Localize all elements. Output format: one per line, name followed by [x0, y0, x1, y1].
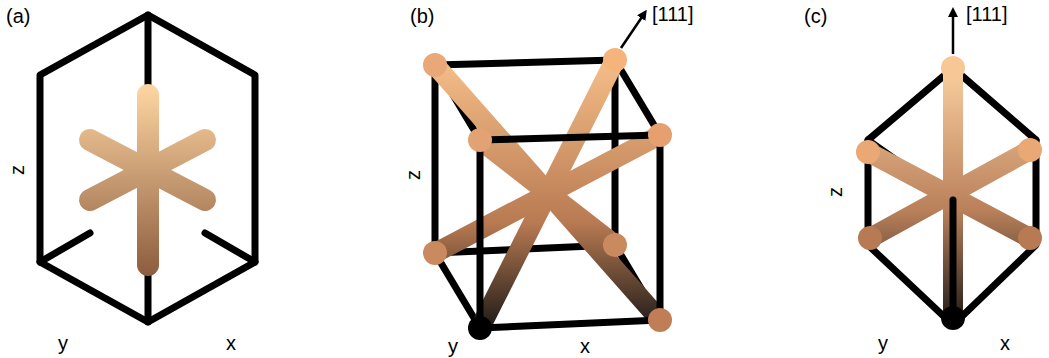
rods-b [435, 60, 660, 328]
rods-c [868, 68, 1030, 318]
axis-label: x [580, 336, 590, 356]
axis-label: y [878, 333, 888, 353]
axis-label: y [448, 336, 458, 356]
panel-letter: (c) [804, 6, 827, 26]
panel-letter: (a) [6, 6, 30, 26]
rods-a [90, 95, 205, 265]
axis-label: y [58, 333, 68, 353]
axis-label: z [403, 170, 423, 180]
cube-a [40, 15, 255, 322]
axis-label: z [825, 187, 845, 197]
direction-label: [111] [966, 4, 1008, 24]
corner-dots-c [856, 56, 1042, 330]
axis-label: x [226, 333, 236, 353]
panel-letter: (b) [410, 6, 434, 26]
axis-label: x [1000, 333, 1010, 353]
direction-arrow [621, 14, 644, 48]
direction-arrow [952, 12, 955, 54]
axis-label: z [7, 165, 27, 175]
cube-c [868, 68, 1036, 325]
cube-b [435, 60, 660, 328]
cube-b-front [480, 135, 660, 328]
corner-dots-b [423, 48, 672, 340]
direction-label: [111] [652, 4, 694, 24]
